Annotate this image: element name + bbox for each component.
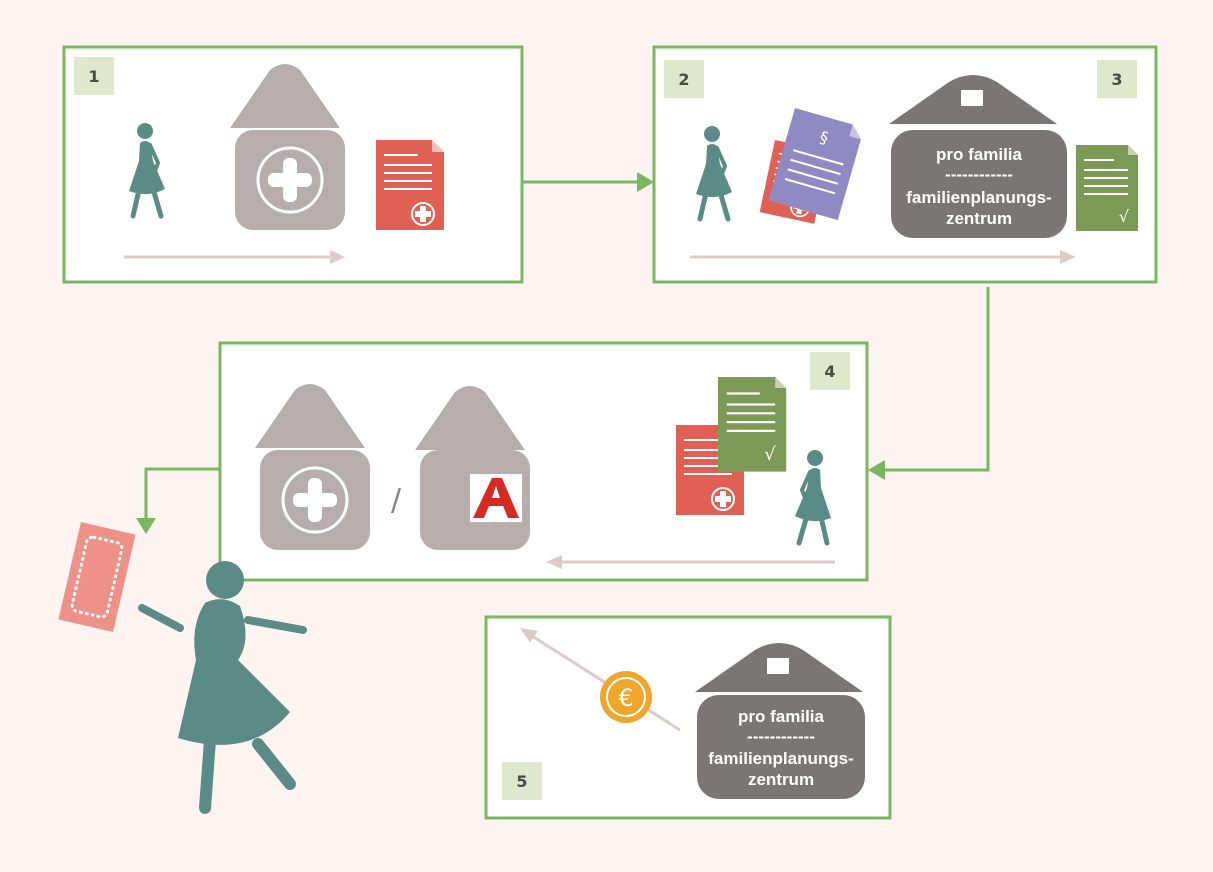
connector-1-to-2 [522,172,654,192]
check-mark: √ [764,444,776,465]
center-type-line2: zentrum [748,770,814,789]
legal-document-icon: § [768,108,861,221]
step-1-number-box [74,57,114,95]
step-4-panel: 4 / √ [218,341,869,582]
counseling-center-building: pro familia ------------ familienplanung… [695,643,865,799]
center-name: pro familia [936,145,1023,164]
step-1-number: 1 [88,67,99,86]
center-divider: ------------ [945,165,1013,184]
step-2-number: 2 [678,70,689,89]
step-3-number: 3 [1111,70,1122,89]
center-type-line2: zentrum [946,209,1012,228]
direction-arrow [124,250,345,264]
contraceptive-pill-pack-icon [58,521,136,633]
check-mark: √ [1119,207,1130,226]
approval-document-icon: √ [1076,145,1138,231]
direction-arrow [546,555,835,569]
center-name: pro familia [738,707,825,726]
center-divider: ------------ [747,727,815,746]
center-type-line1: familienplanungs- [708,749,853,768]
euro-coin-icon: € [600,671,652,723]
step-5-panel: 5 € pro familia ------------ familienpla… [484,615,892,820]
step-5-number: 5 [516,772,527,791]
direction-arrow [690,250,1076,264]
step-3-number-box [1097,60,1137,98]
approval-document-icon: √ [718,377,787,472]
pharmacy-icon [415,386,530,550]
or-separator: / [391,483,402,518]
connector-4-to-end [136,467,220,534]
counseling-center-building: pro familia ------------ familienplanung… [889,75,1067,238]
center-type-line1: familienplanungs- [906,188,1051,207]
step-2-number-box [664,60,704,98]
dancing-woman-icon [138,561,307,814]
prescription-icon [375,139,445,231]
step-2-3-panel: 2 3 § pro familia ------------ familienp… [652,45,1158,284]
step-5-number-box [502,762,542,800]
connector-3-to-4 [868,287,990,480]
step-4-number-box [810,352,850,390]
step-1-panel: 1 [62,45,524,284]
step-4-number: 4 [824,362,835,381]
euro-symbol: € [618,684,633,712]
